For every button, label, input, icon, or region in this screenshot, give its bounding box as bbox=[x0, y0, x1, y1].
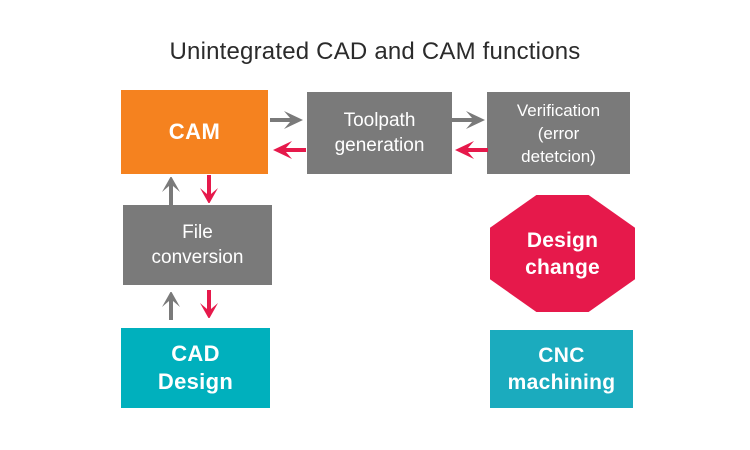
node-file-conversion-label: File conversion bbox=[151, 222, 244, 268]
diagram-title: Unintegrated CAD and CAM functions bbox=[169, 38, 581, 65]
node-cnc-machining-label: CNC machining bbox=[507, 344, 616, 394]
node-cad-design-label: CAD Design bbox=[157, 341, 234, 394]
octagon-shape bbox=[490, 195, 635, 312]
node-design-change[interactable]: Design change bbox=[490, 195, 635, 312]
node-toolpath-generation-label: Toolpath generation bbox=[334, 110, 425, 156]
arrow-right-gray-icon bbox=[452, 110, 488, 130]
node-cam-label: CAM bbox=[168, 119, 221, 144]
node-cad-design[interactable]: CAD Design bbox=[121, 328, 270, 408]
node-verification-label: Verification (error detetcion) bbox=[516, 100, 601, 166]
node-file-conversion[interactable]: File conversion bbox=[123, 205, 272, 285]
arrow-up-gray-icon bbox=[161, 292, 181, 320]
arrow-right-gray-icon bbox=[270, 110, 306, 130]
arrow-down-red-icon bbox=[199, 290, 219, 318]
arrow-left-red-icon bbox=[270, 140, 306, 160]
node-cnc-machining[interactable]: CNC machining bbox=[490, 330, 633, 408]
node-cam[interactable]: CAM bbox=[121, 90, 268, 174]
node-toolpath-generation[interactable]: Toolpath generation bbox=[307, 92, 452, 174]
arrow-up-gray-icon bbox=[161, 177, 181, 205]
arrow-left-red-icon bbox=[452, 140, 488, 160]
node-design-change-label: Design change bbox=[525, 228, 600, 279]
node-verification[interactable]: Verification (error detetcion) bbox=[487, 92, 630, 174]
arrow-down-red-icon bbox=[199, 175, 219, 203]
